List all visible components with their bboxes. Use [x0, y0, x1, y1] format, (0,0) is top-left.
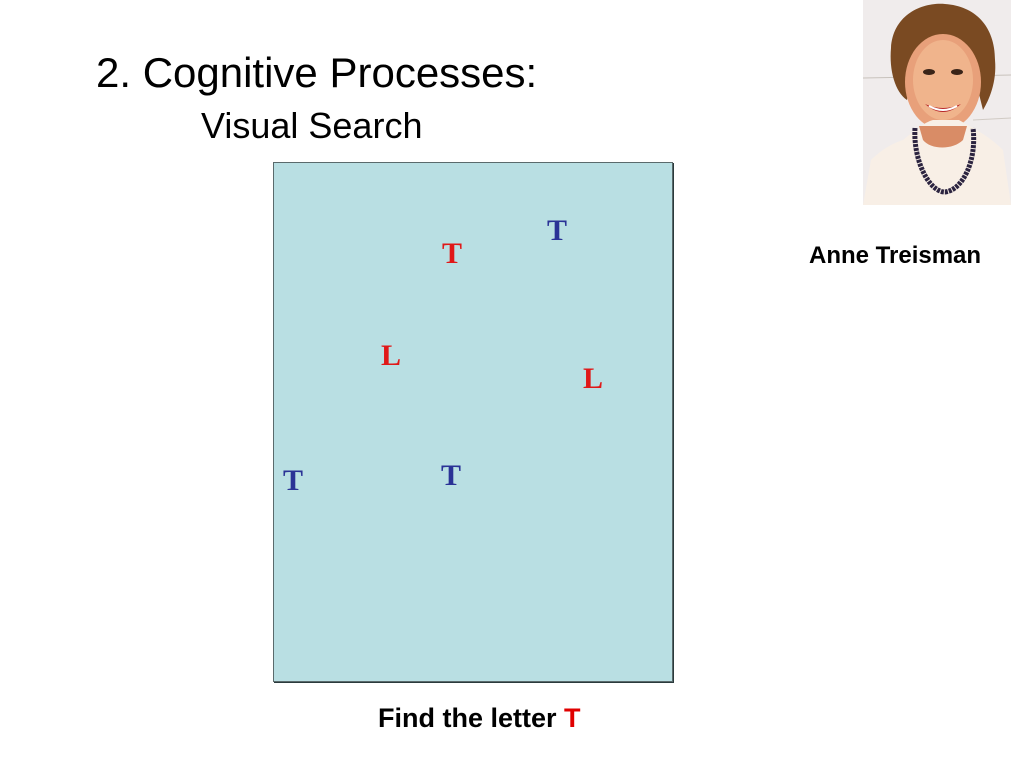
stimulus-letter-t: T — [283, 464, 304, 497]
portrait-photo — [863, 0, 1011, 205]
instruction-text: Find the letter T — [378, 703, 581, 734]
portrait-caption: Anne Treisman — [809, 242, 982, 269]
instruction-label: Find the letter — [378, 703, 565, 733]
stimulus-letter-l: L — [381, 339, 402, 372]
stimulus-letter-t: T — [442, 237, 463, 270]
stimulus-letter-t: T — [441, 459, 462, 492]
slide-title: 2. Cognitive Processes: — [96, 49, 538, 96]
slide-subtitle: Visual Search — [201, 105, 423, 146]
portrait-image-icon — [863, 0, 1011, 205]
stimulus-letter-l: L — [583, 362, 604, 395]
visual-search-display — [273, 162, 673, 682]
stimulus-letter-t: T — [547, 214, 568, 247]
target-letter: T — [564, 703, 581, 733]
